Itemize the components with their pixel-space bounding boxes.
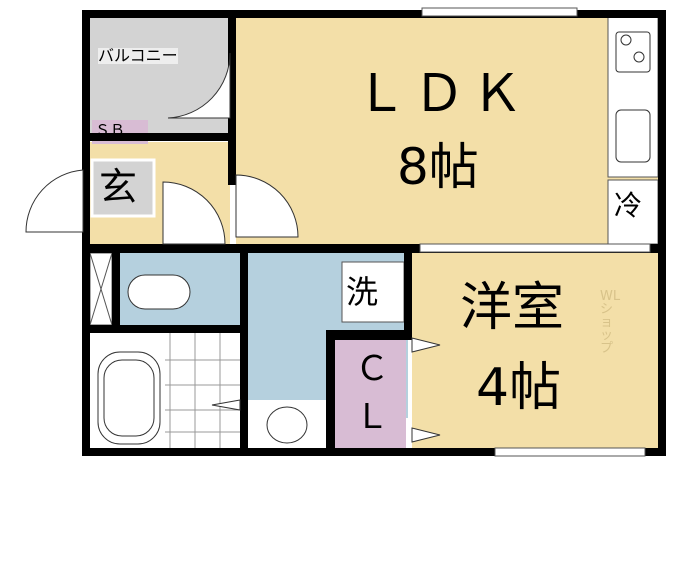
walls — [82, 10, 666, 456]
washer-box — [341, 261, 405, 323]
western-room-label: 洋室 — [460, 278, 565, 338]
shoe-box-label: ＳＢ — [95, 121, 126, 139]
ldk-label: ＬＤＫ — [355, 64, 530, 124]
stove-icon — [615, 31, 651, 73]
ldk-partition — [419, 243, 651, 253]
western-room-floor — [412, 253, 658, 449]
entrance-tile — [90, 158, 156, 218]
refrigerator-box — [607, 179, 659, 245]
western-room-size-label: 4帖 — [476, 358, 562, 418]
washer-label: 洗 — [346, 273, 379, 311]
balcony-label: バルコニー — [98, 46, 178, 65]
closet-l-label: Ｌ — [355, 397, 389, 437]
ldk-floor — [236, 17, 658, 246]
toilet-icon — [127, 274, 191, 310]
doors — [25, 52, 441, 443]
closet-c-label: Ｃ — [355, 349, 389, 389]
entrance-label: 玄 — [99, 165, 138, 209]
western-window — [494, 447, 646, 457]
watermark-logo: WL ショップ — [600, 289, 621, 356]
ldk-size-label: 8帖 — [397, 138, 479, 196]
closet-floor — [334, 340, 406, 448]
ldk-window — [421, 7, 578, 17]
refrigerator-label: 冷 — [614, 189, 643, 222]
sink-icon — [615, 109, 651, 163]
bathtub-icon — [97, 351, 161, 445]
washbasin-icon — [266, 406, 308, 444]
